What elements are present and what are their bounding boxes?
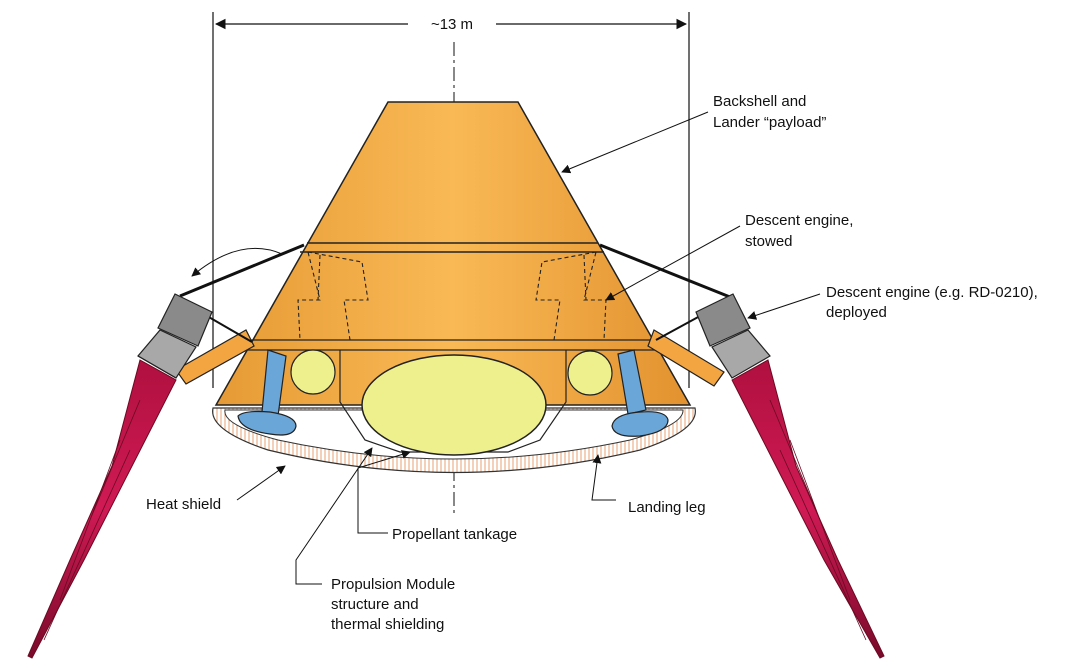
label-descent-engine-stowed: Descent engine, stowed: [745, 212, 858, 250]
label-propellant-tankage: Propellant tankage: [392, 526, 517, 543]
landing-leg-right: [611, 349, 669, 437]
label-propulsion-module: Propulsion Module structure and thermal …: [331, 576, 459, 633]
label-heatshield: Heat shield: [146, 496, 221, 513]
deploy-arm-left: [175, 243, 305, 385]
small-tank-left: [290, 349, 336, 395]
exhaust-plume-right: [731, 359, 885, 659]
descent-engine-deployed-left: [137, 293, 213, 379]
dimension-lines: [212, 12, 690, 388]
landing-leg-left: [237, 349, 297, 436]
leader-lines: [236, 111, 821, 585]
label-landing-leg: Landing leg: [628, 499, 706, 516]
exhaust-plume-left: [27, 359, 177, 659]
label-backshell: Backshell and Lander “payload”: [713, 93, 826, 131]
descent-engine-deployed-right: [695, 293, 771, 379]
propellant-tank: [361, 354, 547, 456]
backshell-cone: [214, 101, 692, 406]
deploy-rotation-arrow: [191, 247, 283, 277]
deploy-arm-right: [599, 243, 731, 387]
descent-engine-stowed-right: [535, 251, 607, 341]
label-descent-engine-deployed: Descent engine (e.g. RD-0210), deployed: [826, 284, 1042, 321]
small-tank-right: [567, 350, 613, 396]
descent-engine-stowed-left: [297, 251, 369, 341]
dimension-label: ~13 m: [431, 16, 473, 33]
